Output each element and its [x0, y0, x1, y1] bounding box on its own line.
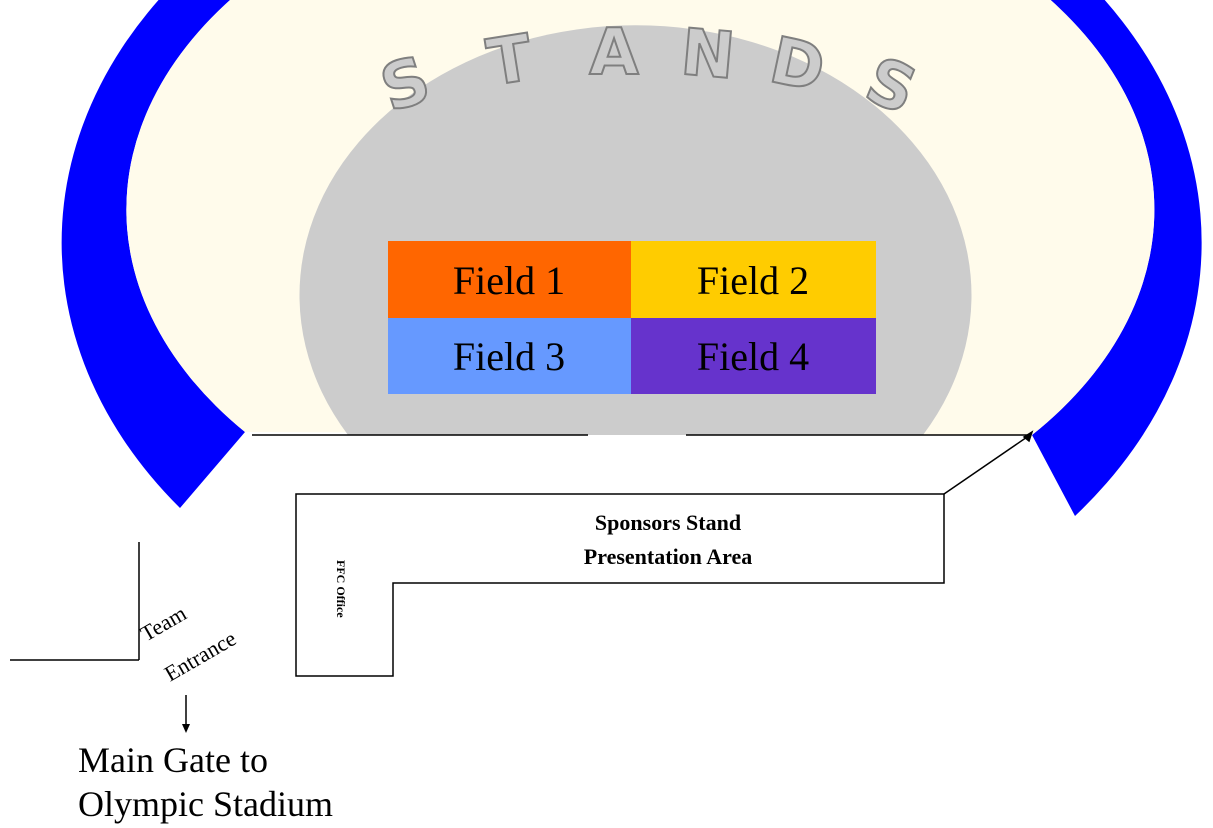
field-2: [631, 241, 876, 318]
stands-letter: N: [678, 16, 738, 94]
down-arrow-icon: [182, 695, 190, 733]
field-4-label: Field 4: [697, 334, 809, 379]
stands-arc: [61, 0, 1202, 516]
ffc-office-label: FFC Office: [334, 560, 348, 618]
stands-letter: A: [589, 16, 639, 90]
fields-grid: Field 1 Field 2 Field 3 Field 4: [388, 241, 876, 394]
field-3: [388, 318, 631, 394]
field-1: [388, 241, 631, 318]
main-gate-label-line1: Main Gate to: [78, 740, 268, 780]
field-2-label: Field 2: [697, 258, 809, 303]
field-4: [631, 318, 876, 394]
main-gate-label-line2: Olympic Stadium: [78, 784, 333, 824]
team-entrance-label-line2: Entrance: [160, 626, 240, 687]
team-entrance-label-line1: Team: [136, 600, 191, 646]
sponsors-area-outline: [295, 493, 945, 677]
pitch-boundary: [252, 430, 1034, 495]
field-1-label: Field 1: [453, 258, 565, 303]
sponsors-label-line2: Presentation Area: [584, 544, 752, 569]
sponsors-label-line1: Sponsors Stand: [595, 510, 741, 535]
field-3-label: Field 3: [453, 334, 565, 379]
team-entrance-walls: [10, 542, 140, 661]
